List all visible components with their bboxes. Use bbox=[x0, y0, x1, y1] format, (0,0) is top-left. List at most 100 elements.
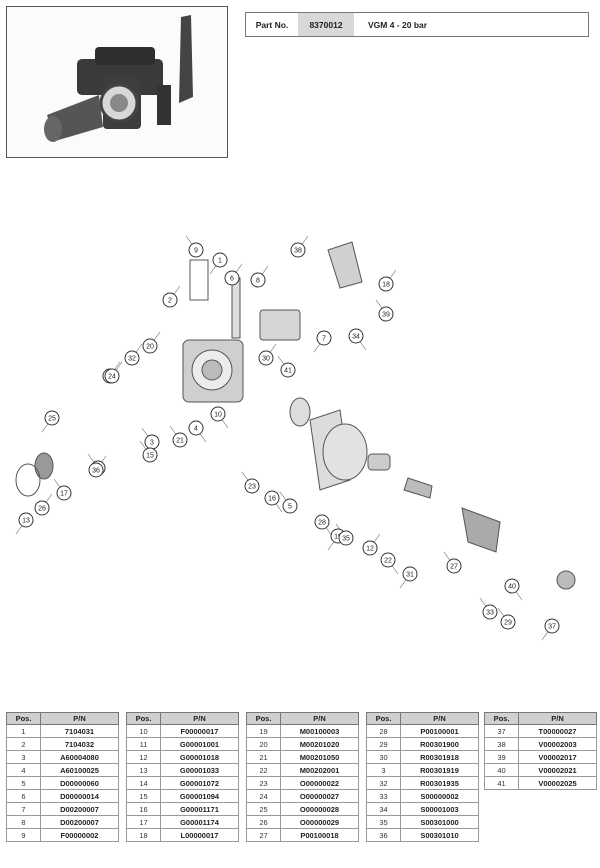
position-cell: 3 bbox=[6, 750, 41, 764]
part-number-cell: S00000002 bbox=[400, 789, 479, 803]
callout-25: 25 bbox=[44, 410, 60, 426]
position-cell: 33 bbox=[366, 789, 401, 803]
position-cell: 1 bbox=[6, 724, 41, 738]
callout-6: 6 bbox=[224, 270, 240, 286]
callout-15: 15 bbox=[142, 447, 158, 463]
callout-label: 7 bbox=[322, 336, 326, 343]
callout-23: 23 bbox=[244, 478, 260, 494]
callout-label: 37 bbox=[548, 624, 556, 631]
position-cell: 4 bbox=[6, 763, 41, 777]
position-cell: 34 bbox=[366, 802, 401, 816]
callout-39: 39 bbox=[378, 306, 394, 322]
callout-16: 16 bbox=[264, 490, 280, 506]
callout-18: 18 bbox=[378, 276, 394, 292]
position-cell: 8 bbox=[6, 815, 41, 829]
part-number-cell: G00001072 bbox=[160, 776, 239, 790]
callout-1: 1 bbox=[212, 252, 228, 268]
callout-40: 40 bbox=[504, 578, 520, 594]
position-cell: 26 bbox=[246, 815, 281, 829]
part-number-cell: D00000014 bbox=[40, 789, 119, 803]
position-cell: 3 bbox=[366, 763, 401, 777]
position-cell: 5 bbox=[6, 776, 41, 790]
position-cell: 18 bbox=[126, 828, 161, 842]
callout-9: 9 bbox=[188, 242, 204, 258]
part-number-header: Part No. 8370012 VGM 4 - 20 bar bbox=[245, 12, 589, 37]
callout-label: 25 bbox=[48, 416, 56, 423]
callout-label: 24 bbox=[108, 374, 116, 381]
position-cell: 30 bbox=[366, 750, 401, 764]
position-cell: 38 bbox=[484, 737, 519, 751]
callout-10: 10 bbox=[210, 406, 226, 422]
callout-label: 2 bbox=[168, 298, 172, 305]
part-number-cell: S00001003 bbox=[400, 802, 479, 816]
part-number-cell: P00100018 bbox=[280, 828, 359, 842]
part-number-cell: G00001018 bbox=[160, 750, 239, 764]
part-number-cell: V00002021 bbox=[518, 763, 597, 777]
part-number-cell: P00100001 bbox=[400, 724, 479, 738]
position-cell: 15 bbox=[126, 789, 161, 803]
callout-label: 9 bbox=[194, 248, 198, 255]
part-number-cell: F00000002 bbox=[40, 828, 119, 842]
callout-4: 4 bbox=[188, 420, 204, 436]
callout-label: 31 bbox=[406, 572, 414, 579]
part-number-cell: V00002025 bbox=[518, 776, 597, 790]
part-number-cell: 7104032 bbox=[40, 737, 119, 751]
callout-label: 38 bbox=[294, 248, 302, 255]
callout-label: 36 bbox=[92, 468, 100, 475]
callout-38: 38 bbox=[290, 242, 306, 258]
part-number-cell: G00001001 bbox=[160, 737, 239, 751]
callout-label: 12 bbox=[366, 546, 374, 553]
part-number-cell: D00200007 bbox=[40, 815, 119, 829]
position-cell: 22 bbox=[246, 763, 281, 777]
callout-label: 33 bbox=[486, 610, 494, 617]
part-number-cell: R00301935 bbox=[400, 776, 479, 790]
part-number-cell: R00301918 bbox=[400, 750, 479, 764]
callout-37: 37 bbox=[544, 618, 560, 634]
callout-label: 15 bbox=[146, 453, 154, 460]
pos-header: Pos. bbox=[126, 712, 161, 725]
position-cell: 39 bbox=[484, 750, 519, 764]
callout-label: 21 bbox=[176, 438, 184, 445]
callout-29: 29 bbox=[500, 614, 516, 630]
position-cell: 32 bbox=[366, 776, 401, 790]
pos-header: Pos. bbox=[366, 712, 401, 725]
callout-label: 16 bbox=[268, 496, 276, 503]
callout-36: 36 bbox=[88, 462, 104, 478]
position-cell: 23 bbox=[246, 776, 281, 790]
callout-34: 34 bbox=[348, 328, 364, 344]
part-number-cell: 7104031 bbox=[40, 724, 119, 738]
part-number-cell: S00301000 bbox=[400, 815, 479, 829]
part-number-cell: A60004080 bbox=[40, 750, 119, 764]
part-number-cell: D00000060 bbox=[40, 776, 119, 790]
part-number-cell: F00000017 bbox=[160, 724, 239, 738]
callout-32: 32 bbox=[124, 350, 140, 366]
position-cell: 41 bbox=[484, 776, 519, 790]
callout-22: 22 bbox=[380, 552, 396, 568]
position-cell: 17 bbox=[126, 815, 161, 829]
callout-label: 20 bbox=[146, 344, 154, 351]
exploded-diagram: 1234567891011121314151617181920212223242… bbox=[15, 235, 576, 641]
position-cell: 27 bbox=[246, 828, 281, 842]
callout-label: 39 bbox=[382, 312, 390, 319]
model-label: VGM 4 - 20 bar bbox=[368, 19, 428, 30]
